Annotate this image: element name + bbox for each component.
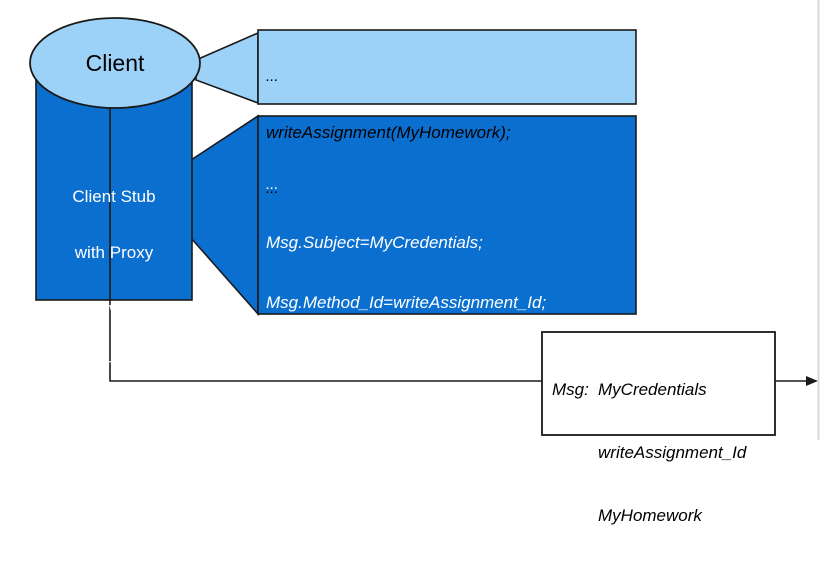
stub-code-line-4: Msg.Params= MyHomework; — [266, 353, 485, 372]
message-row-1: Msg: MyCredentials — [552, 375, 767, 404]
application-code-text: ... writeAssignment(MyHomework); ... — [266, 33, 628, 233]
client-stub-node-label: Client Stub with Proxy (here without PEP… — [36, 152, 192, 410]
client-ellipse — [29, 17, 201, 109]
stub-to-message-connector — [109, 95, 542, 382]
message-key-label: Msg: — [552, 380, 589, 399]
message-value-2: writeAssignment_Id — [598, 443, 747, 462]
message-value-3: MyHomework — [598, 506, 702, 525]
application-code-line-1: ... — [266, 68, 279, 85]
stub-code-line-5: send(Server, Msg); — [266, 413, 410, 432]
client-node-label: Client — [85, 50, 145, 76]
message-box-text: Msg: MyCredentials writeAssignment_Id MyH… — [552, 341, 767, 564]
message-value-1: MyCredentials — [598, 380, 707, 399]
client-stub-label-line-4: PEP and PDP) — [57, 355, 171, 374]
stub-code-callout-box — [257, 115, 637, 315]
stub-code-line-3: Msg.Method_Id=writeAssignment_Id; — [266, 293, 547, 312]
stub-code-text: ... Msg.Subject=MyCredentials; Msg.Metho… — [266, 140, 628, 526]
message-box — [541, 331, 776, 436]
application-code-line-2: writeAssignment(MyHomework); — [266, 123, 511, 142]
application-code-line-3: ... — [266, 180, 279, 197]
client-stub-label-line-1: Client Stub — [72, 187, 156, 206]
application-code-callout-tail — [195, 31, 259, 105]
diagram-shapes — [29, 0, 820, 440]
message-row-2: writeAssignment_Id — [552, 438, 767, 467]
client-stub-label-line-3: (here without — [64, 299, 164, 318]
diagram-canvas: Client Client Stub with Proxy (here with… — [29, 0, 820, 525]
stub-code-line-2: Msg.Subject=MyCredentials; — [266, 233, 483, 252]
message-out-arrow-head — [806, 376, 818, 386]
stub-code-callout-tail — [190, 114, 259, 317]
application-code-callout-box — [257, 29, 637, 105]
message-row-3: MyHomework — [552, 501, 767, 530]
stub-code-line-1: ... — [266, 176, 279, 193]
client-stub-label-line-2: with Proxy — [74, 243, 154, 262]
